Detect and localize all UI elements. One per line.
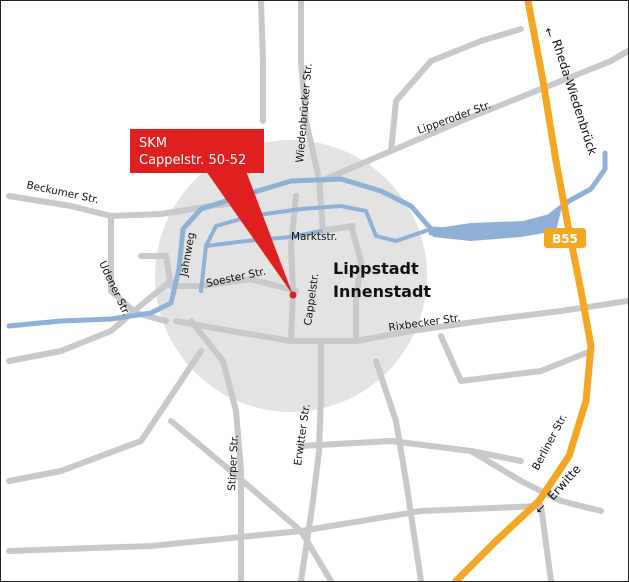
road-lipperoder xyxy=(318,78,564,184)
river-inner-1 xyxy=(199,204,433,293)
road-south-diagonal xyxy=(168,418,334,581)
label-markt: Marktstr. xyxy=(291,231,337,243)
callout-line-1: SKM xyxy=(139,136,167,151)
road-southwest xyxy=(6,348,204,484)
road-east-top xyxy=(388,26,524,154)
highway-b55 xyxy=(452,1,595,581)
road-center-east xyxy=(318,223,356,234)
road-cross-bottom xyxy=(6,503,544,554)
road-west-loop xyxy=(138,253,174,289)
river-lake xyxy=(431,211,561,241)
road-east-lower xyxy=(468,448,604,514)
road-se xyxy=(538,503,554,581)
callout-box xyxy=(130,129,264,173)
location-dot-icon xyxy=(289,291,297,299)
label-lipperoder: Lipperoder Str. xyxy=(416,99,493,137)
district-label-line-1: Lippstadt xyxy=(333,259,419,278)
label-erwitter: Erwitter Str. xyxy=(292,403,313,466)
road-northwest xyxy=(258,1,266,124)
highway-label-bg xyxy=(544,228,586,248)
district-label-line-2: Innenstadt xyxy=(333,282,431,301)
callout-line-2: Cappelstr. 50-52 xyxy=(139,153,246,168)
direction-north-label: Rheda-Wiedenbrück xyxy=(549,38,600,157)
road-south-east xyxy=(373,358,424,581)
road-wiedenbrucker xyxy=(298,1,326,234)
river-main xyxy=(6,176,464,329)
highway-label: B55 xyxy=(552,232,578,246)
arrow-up-icon: ← xyxy=(541,26,557,40)
road-ring-east xyxy=(348,223,364,344)
callout-pointer xyxy=(206,171,293,295)
road-udener-branch xyxy=(108,213,169,324)
road-soester xyxy=(168,276,299,294)
road-cross-south xyxy=(298,438,524,464)
label-udener: Udener Str. xyxy=(96,259,132,318)
road-cappel xyxy=(288,193,299,344)
road-northeast xyxy=(558,48,628,84)
road-stirper xyxy=(188,318,244,581)
river-east xyxy=(428,150,608,236)
road-east-branch xyxy=(438,333,594,384)
river-system xyxy=(6,150,608,329)
label-stirper: Stirper Str. xyxy=(226,434,241,491)
road-udener xyxy=(6,278,174,364)
